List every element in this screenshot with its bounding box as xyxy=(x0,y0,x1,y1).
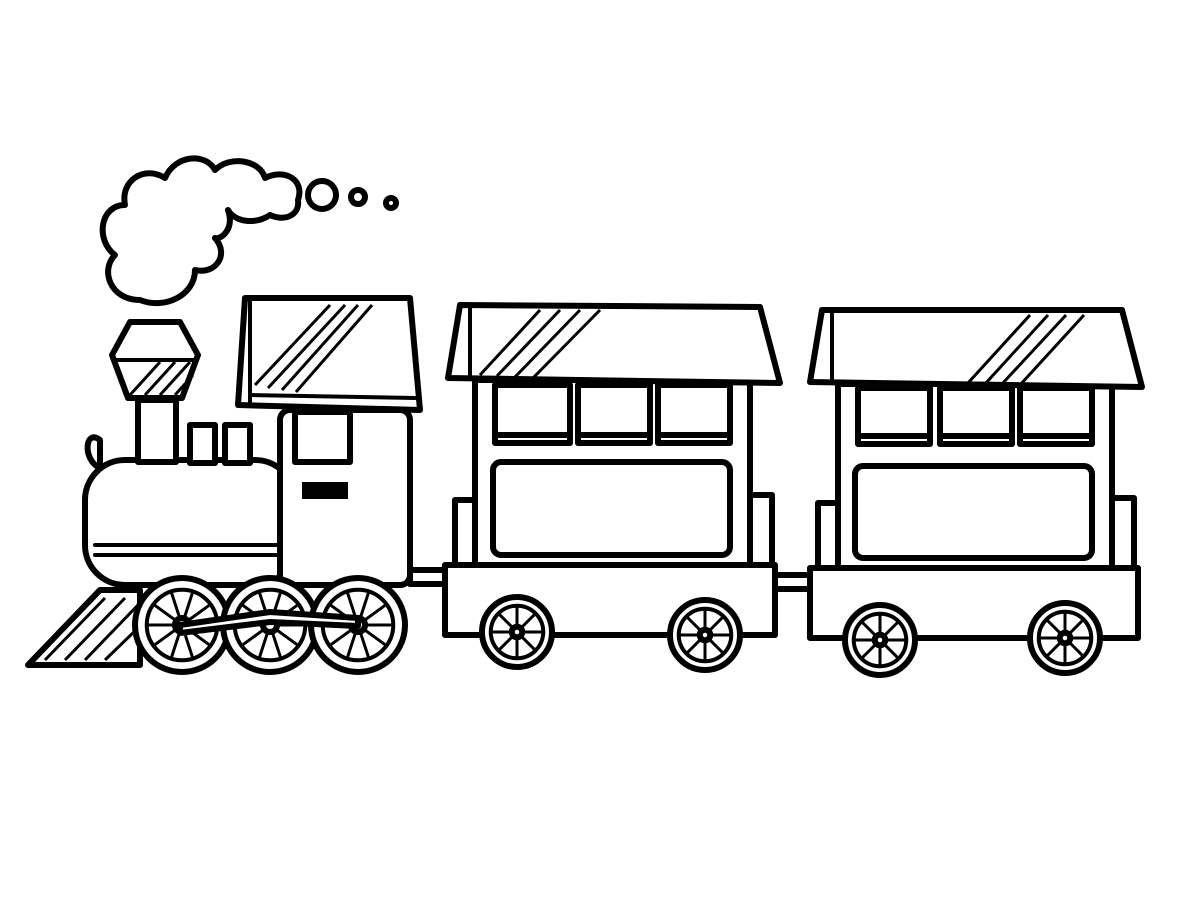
wheel xyxy=(1027,600,1103,676)
cab-window xyxy=(292,409,353,465)
dome xyxy=(187,422,218,466)
connecting-rod xyxy=(177,609,361,636)
passenger-car xyxy=(807,307,1145,641)
locomotive xyxy=(25,295,455,668)
wheel xyxy=(667,597,743,673)
cab-plate xyxy=(302,482,348,499)
whistle xyxy=(84,434,103,471)
car-panel xyxy=(490,459,733,558)
wheel xyxy=(479,594,555,670)
car-panel xyxy=(852,463,1095,561)
car-roof xyxy=(445,302,783,386)
wheel xyxy=(842,602,918,678)
car-roof xyxy=(807,307,1145,390)
dome xyxy=(222,422,253,466)
cowcatcher xyxy=(25,587,143,668)
smoke-cloud xyxy=(99,155,399,307)
passenger-car xyxy=(442,302,816,638)
boiler xyxy=(82,457,298,588)
chimney xyxy=(135,397,179,465)
